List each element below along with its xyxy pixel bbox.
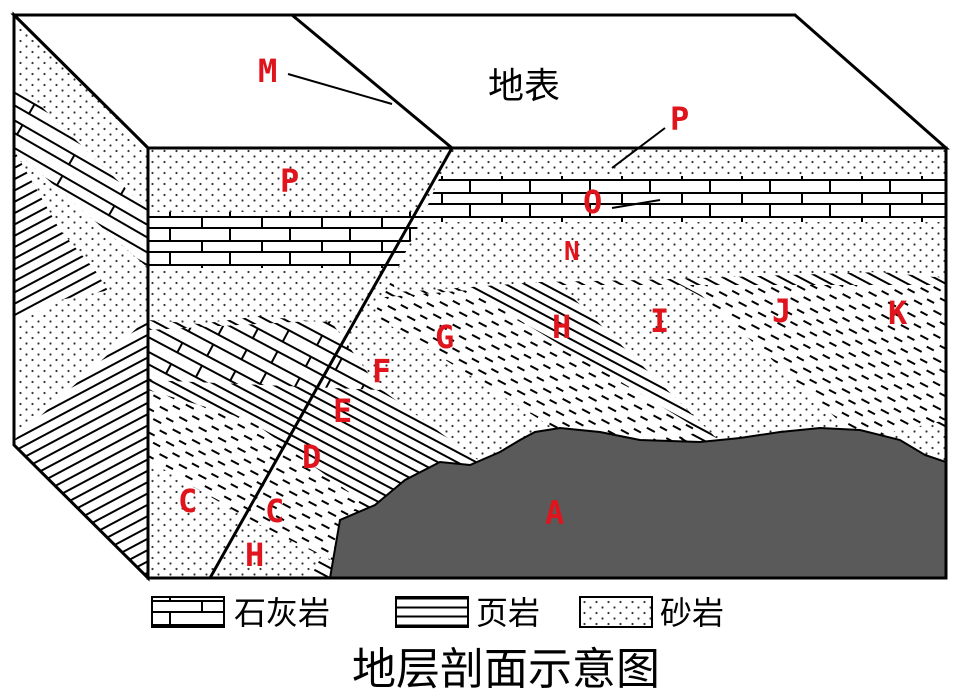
limestone-layer-left <box>148 212 425 268</box>
diagram-caption: 地层剖面示意图 <box>352 644 660 695</box>
label-m: M <box>258 52 277 90</box>
label-n: N <box>564 237 580 267</box>
legend-limestone-label: 石灰岩 <box>234 594 330 632</box>
leader-o <box>611 199 661 209</box>
label-h-top: H <box>552 308 571 346</box>
label-j: J <box>772 292 791 330</box>
legend-shale-swatch <box>395 596 469 628</box>
sandstone-layer-n-left <box>148 268 398 324</box>
fault-trace-top <box>291 13 453 150</box>
legend-sandstone-label: 砂岩 <box>660 594 724 632</box>
sandstone-layer-n <box>385 222 946 292</box>
fault-line <box>208 148 454 578</box>
side-sandstone-lower <box>14 290 148 440</box>
leader-p <box>611 127 666 169</box>
label-f: F <box>372 352 391 390</box>
surface-label: 地表 <box>488 66 560 107</box>
label-p-right: P <box>670 100 689 138</box>
label-p-top: P <box>280 162 299 200</box>
label-h-bottom: H <box>245 536 264 574</box>
tilted-limestone-band <box>148 320 380 390</box>
limestone-layer-o <box>403 176 946 222</box>
intrusion-a <box>328 426 946 578</box>
label-d: D <box>302 438 321 476</box>
label-i: I <box>650 302 669 340</box>
label-o: O <box>583 183 602 221</box>
label-a: A <box>545 494 564 532</box>
label-k: K <box>888 294 908 332</box>
legend-sandstone-swatch <box>579 596 653 628</box>
tilted-dash-band-j <box>690 285 946 440</box>
label-c-mid: C <box>265 492 284 530</box>
legend: 石灰岩 页岩 砂岩 <box>151 594 724 632</box>
leader-m <box>287 73 393 105</box>
side-face-outline <box>12 11 150 582</box>
legend-shale-label: 页岩 <box>476 594 540 632</box>
side-sandstone-wedge <box>14 150 148 318</box>
tilted-dash-band-d <box>148 390 360 560</box>
legend-limestone-swatch <box>151 596 225 628</box>
side-sandstone-upper <box>14 15 148 210</box>
label-c-left: C <box>178 482 197 520</box>
label-e: E <box>333 392 352 430</box>
tilted-dash-band-g <box>350 290 700 470</box>
top-surface <box>10 13 950 150</box>
side-limestone <box>14 80 148 268</box>
sandstone-layer-p-right <box>440 148 946 176</box>
label-g: G <box>435 318 454 356</box>
sandstone-layer-p-left <box>148 148 452 212</box>
